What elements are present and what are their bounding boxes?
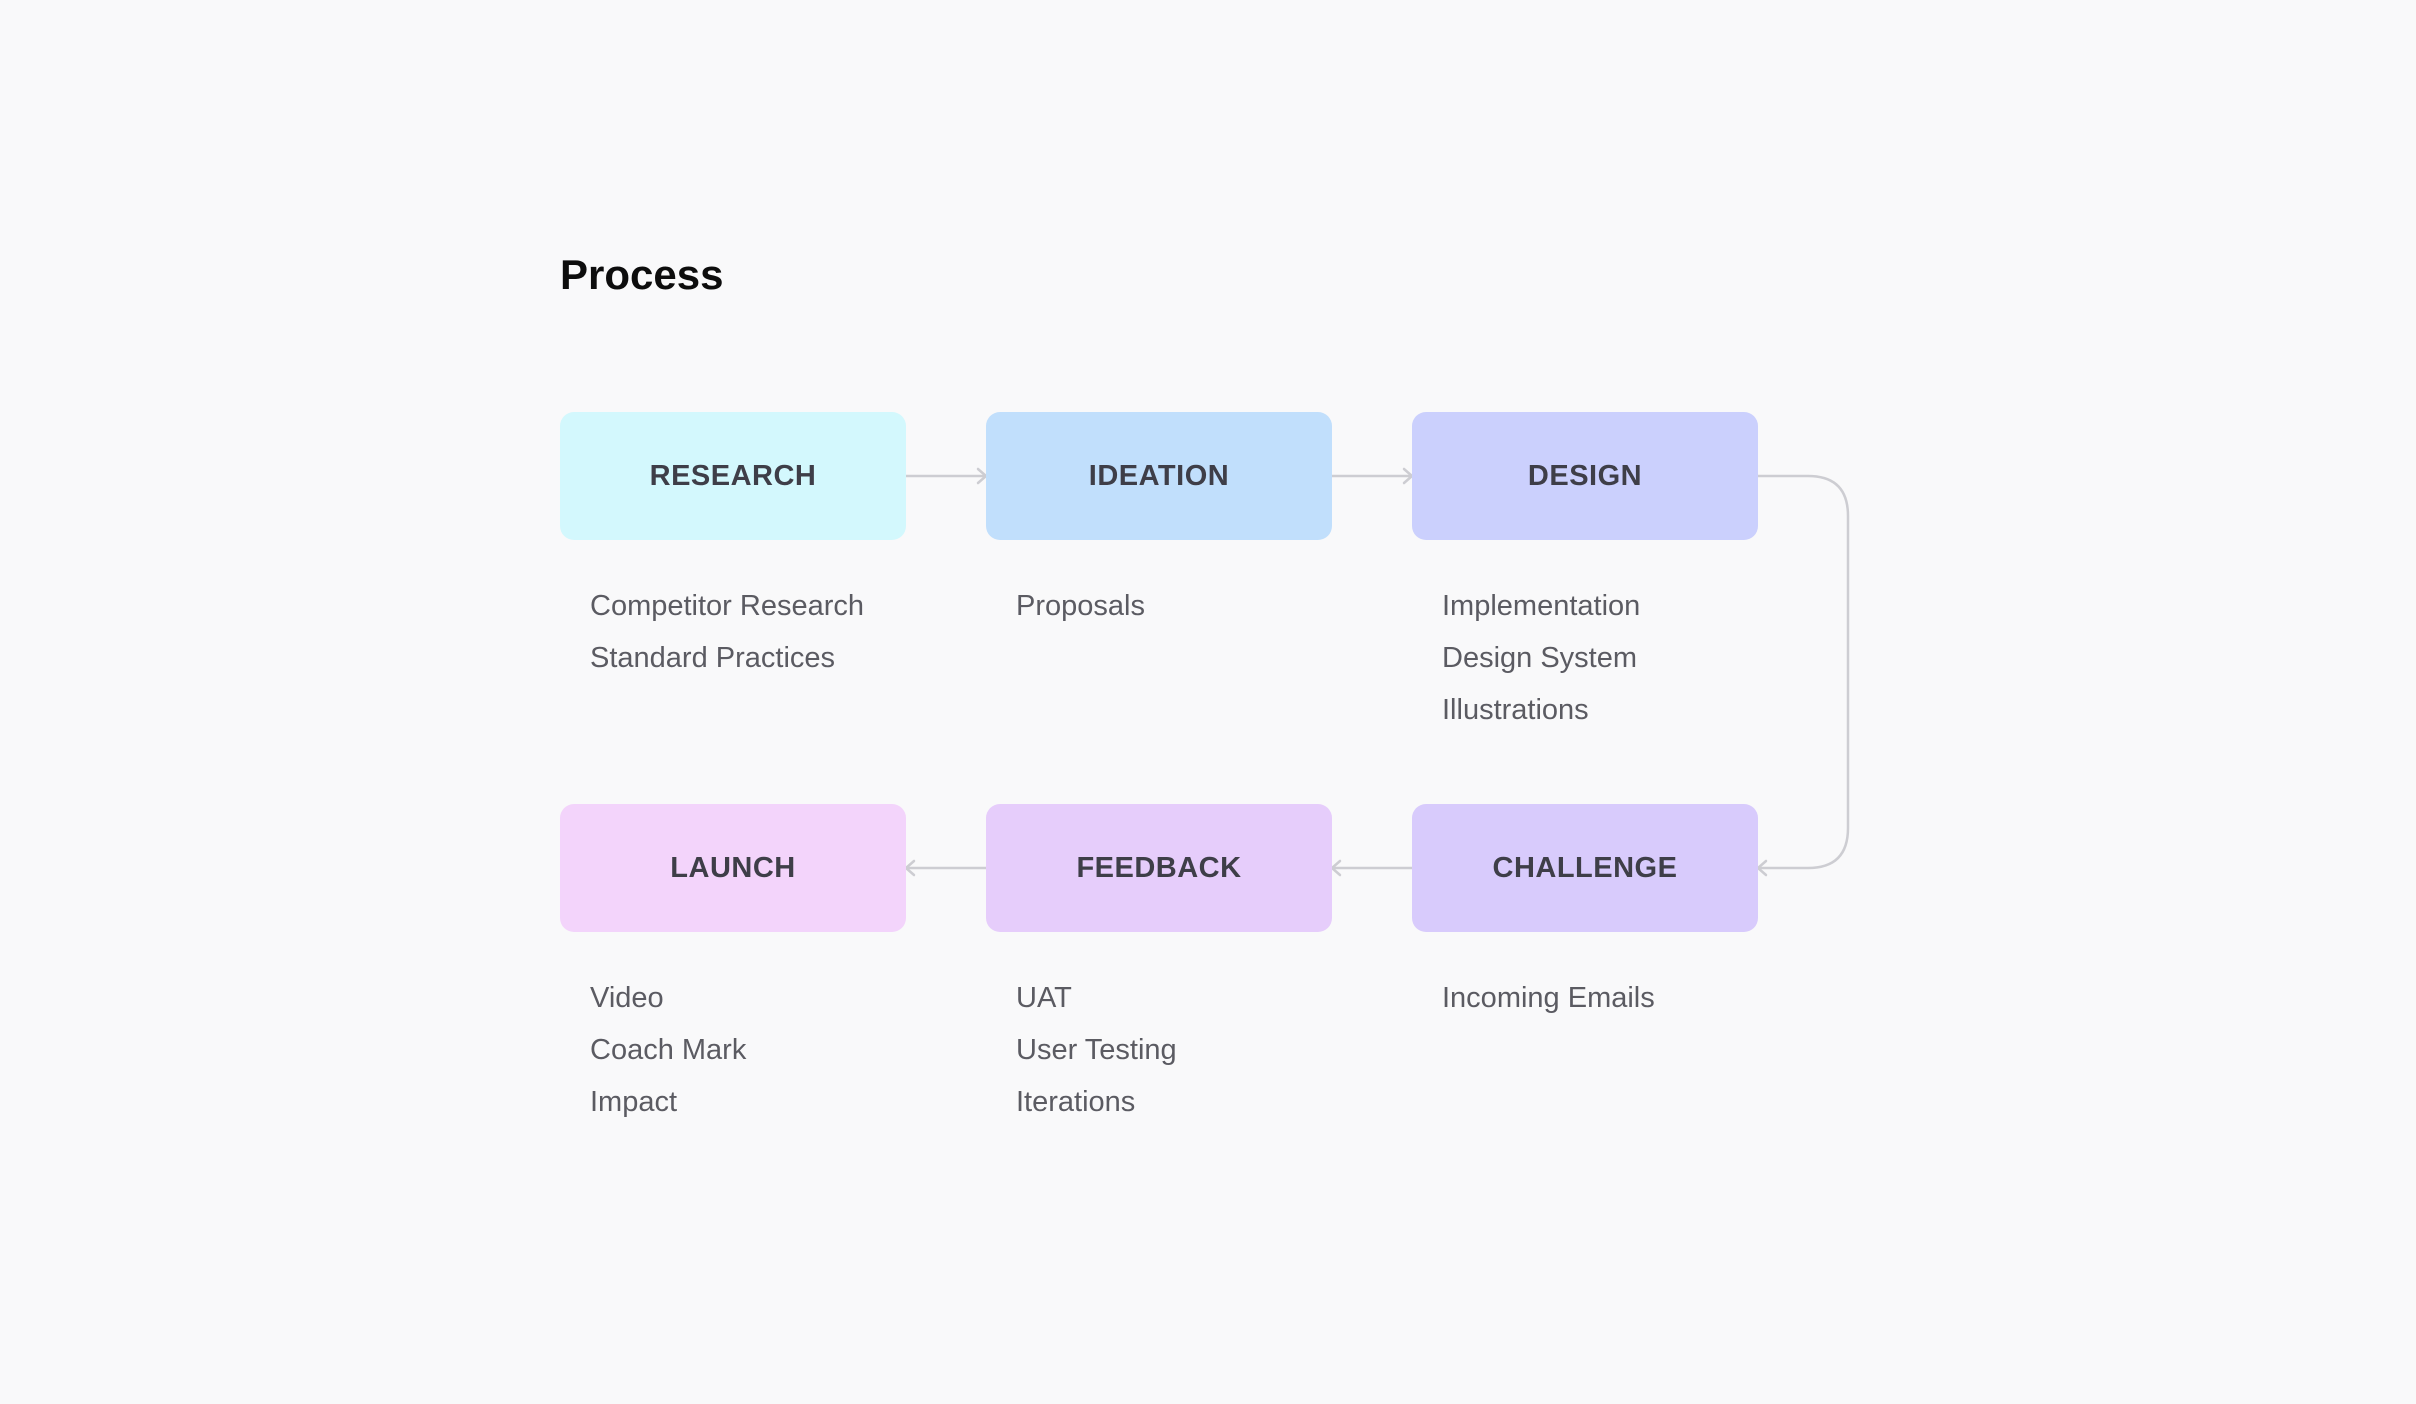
stage-ideation: IDEATION xyxy=(986,412,1332,540)
arrowhead-feedback xyxy=(1330,859,1342,877)
stage-label: LAUNCH xyxy=(670,851,796,884)
list-item: User Testing xyxy=(1016,1034,1177,1066)
stage-label: RESEARCH xyxy=(649,459,817,492)
arrowhead-challenge xyxy=(1756,859,1768,877)
stage-label: IDEATION xyxy=(1088,459,1230,492)
stage-label: FEEDBACK xyxy=(1076,851,1242,884)
research-items: Competitor Research Standard Practices xyxy=(590,580,920,684)
list-item: Standard Practices xyxy=(590,642,836,674)
arrowhead-launch xyxy=(904,859,916,877)
stage-challenge: CHALLENGE xyxy=(1412,804,1758,932)
arrowhead-ideation xyxy=(976,467,988,485)
stage-label: DESIGN xyxy=(1527,459,1643,492)
stage-design: DESIGN xyxy=(1412,412,1758,540)
stage-label: CHALLENGE xyxy=(1492,851,1678,884)
ideation-items: Proposals xyxy=(1016,580,1346,632)
feedback-items: UAT User Testing Iterations xyxy=(1016,972,1346,1128)
arrowhead-design xyxy=(1402,467,1414,485)
list-item: Coach Mark xyxy=(590,1034,747,1066)
list-item: Video xyxy=(590,982,664,1014)
stage-feedback: FEEDBACK xyxy=(986,804,1332,932)
list-item: Design System xyxy=(1442,642,1638,674)
launch-items: Video Coach Mark Impact xyxy=(590,972,920,1128)
page-title: Process xyxy=(560,251,724,298)
list-item: Proposals xyxy=(1016,590,1145,622)
list-item: Impact xyxy=(590,1086,678,1118)
challenge-items: Incoming Emails xyxy=(1442,972,1772,1024)
stage-research: RESEARCH xyxy=(560,412,906,540)
list-item: UAT xyxy=(1016,982,1072,1014)
design-items: Implementation Design System Illustratio… xyxy=(1442,580,1772,736)
list-item: Incoming Emails xyxy=(1442,982,1655,1014)
list-item: Iterations xyxy=(1016,1086,1136,1118)
stage-launch: LAUNCH xyxy=(560,804,906,932)
list-item: Competitor Research xyxy=(590,590,864,622)
list-item: Implementation xyxy=(1442,590,1641,622)
list-item: Illustrations xyxy=(1442,694,1589,726)
